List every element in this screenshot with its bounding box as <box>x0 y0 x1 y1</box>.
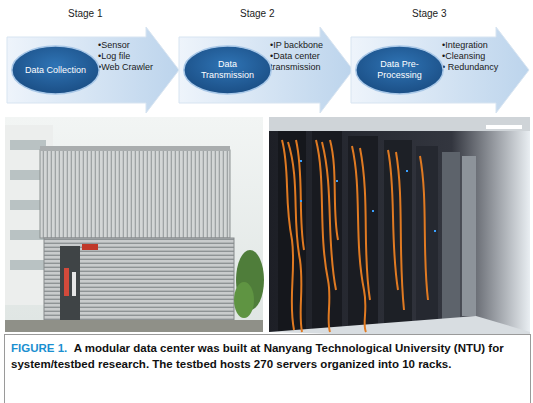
stage-label: Stage 1 <box>68 8 102 19</box>
stage-label: Stage 3 <box>412 8 446 19</box>
process-ellipse: Data Pre-Processing <box>354 44 445 96</box>
process-ellipse: Data Collection <box>10 44 101 96</box>
process-ellipse: Data Transmission <box>182 44 273 96</box>
stage-label: Stage 2 <box>240 8 274 19</box>
figure-caption: FIGURE 1. A modular data center was buil… <box>4 334 531 403</box>
bullet-list: •Integration•Cleansing• Redundancy <box>442 40 522 73</box>
building-photo <box>5 117 264 332</box>
stage-arrow: Stage 1•Sensor•Log file•Web CrawlerData … <box>6 4 180 114</box>
caption-text: A modular data center was built at Nanya… <box>11 342 504 370</box>
bullet-list: •IP backbone•Data center transmission <box>270 40 348 73</box>
stage-arrow: Stage 2 •IP backbone•Data center transmis… <box>178 4 354 114</box>
server-rack-photo <box>269 117 530 340</box>
bullet-item: •Log file <box>98 51 170 62</box>
bullet-item: •Cleansing <box>442 51 522 62</box>
stage-arrow: Stage 3 •Integration•Cleansing• Redundanc… <box>350 4 530 114</box>
bullet-item: •Web Crawler <box>98 62 170 73</box>
bullet-item: •IP backbone <box>270 40 348 51</box>
ellipse-text-box: Data Collection <box>10 44 101 96</box>
ellipse-label: Data Pre-Processing <box>366 59 433 81</box>
ellipse-label: Data Collection <box>25 65 86 76</box>
bullet-item: •Integration <box>442 40 522 51</box>
bullet-item: •Data center transmission <box>270 51 348 73</box>
ellipse-text-box: Data Pre-Processing <box>354 44 445 96</box>
bullet-item: • Redundancy <box>442 62 522 73</box>
bullet-item: •Sensor <box>98 40 170 51</box>
bullet-list: •Sensor•Log file•Web Crawler <box>98 40 170 73</box>
figure-number: FIGURE 1. <box>11 342 67 354</box>
ellipse-text-box: Data Transmission <box>182 44 273 96</box>
ellipse-label: Data Transmission <box>194 59 261 81</box>
